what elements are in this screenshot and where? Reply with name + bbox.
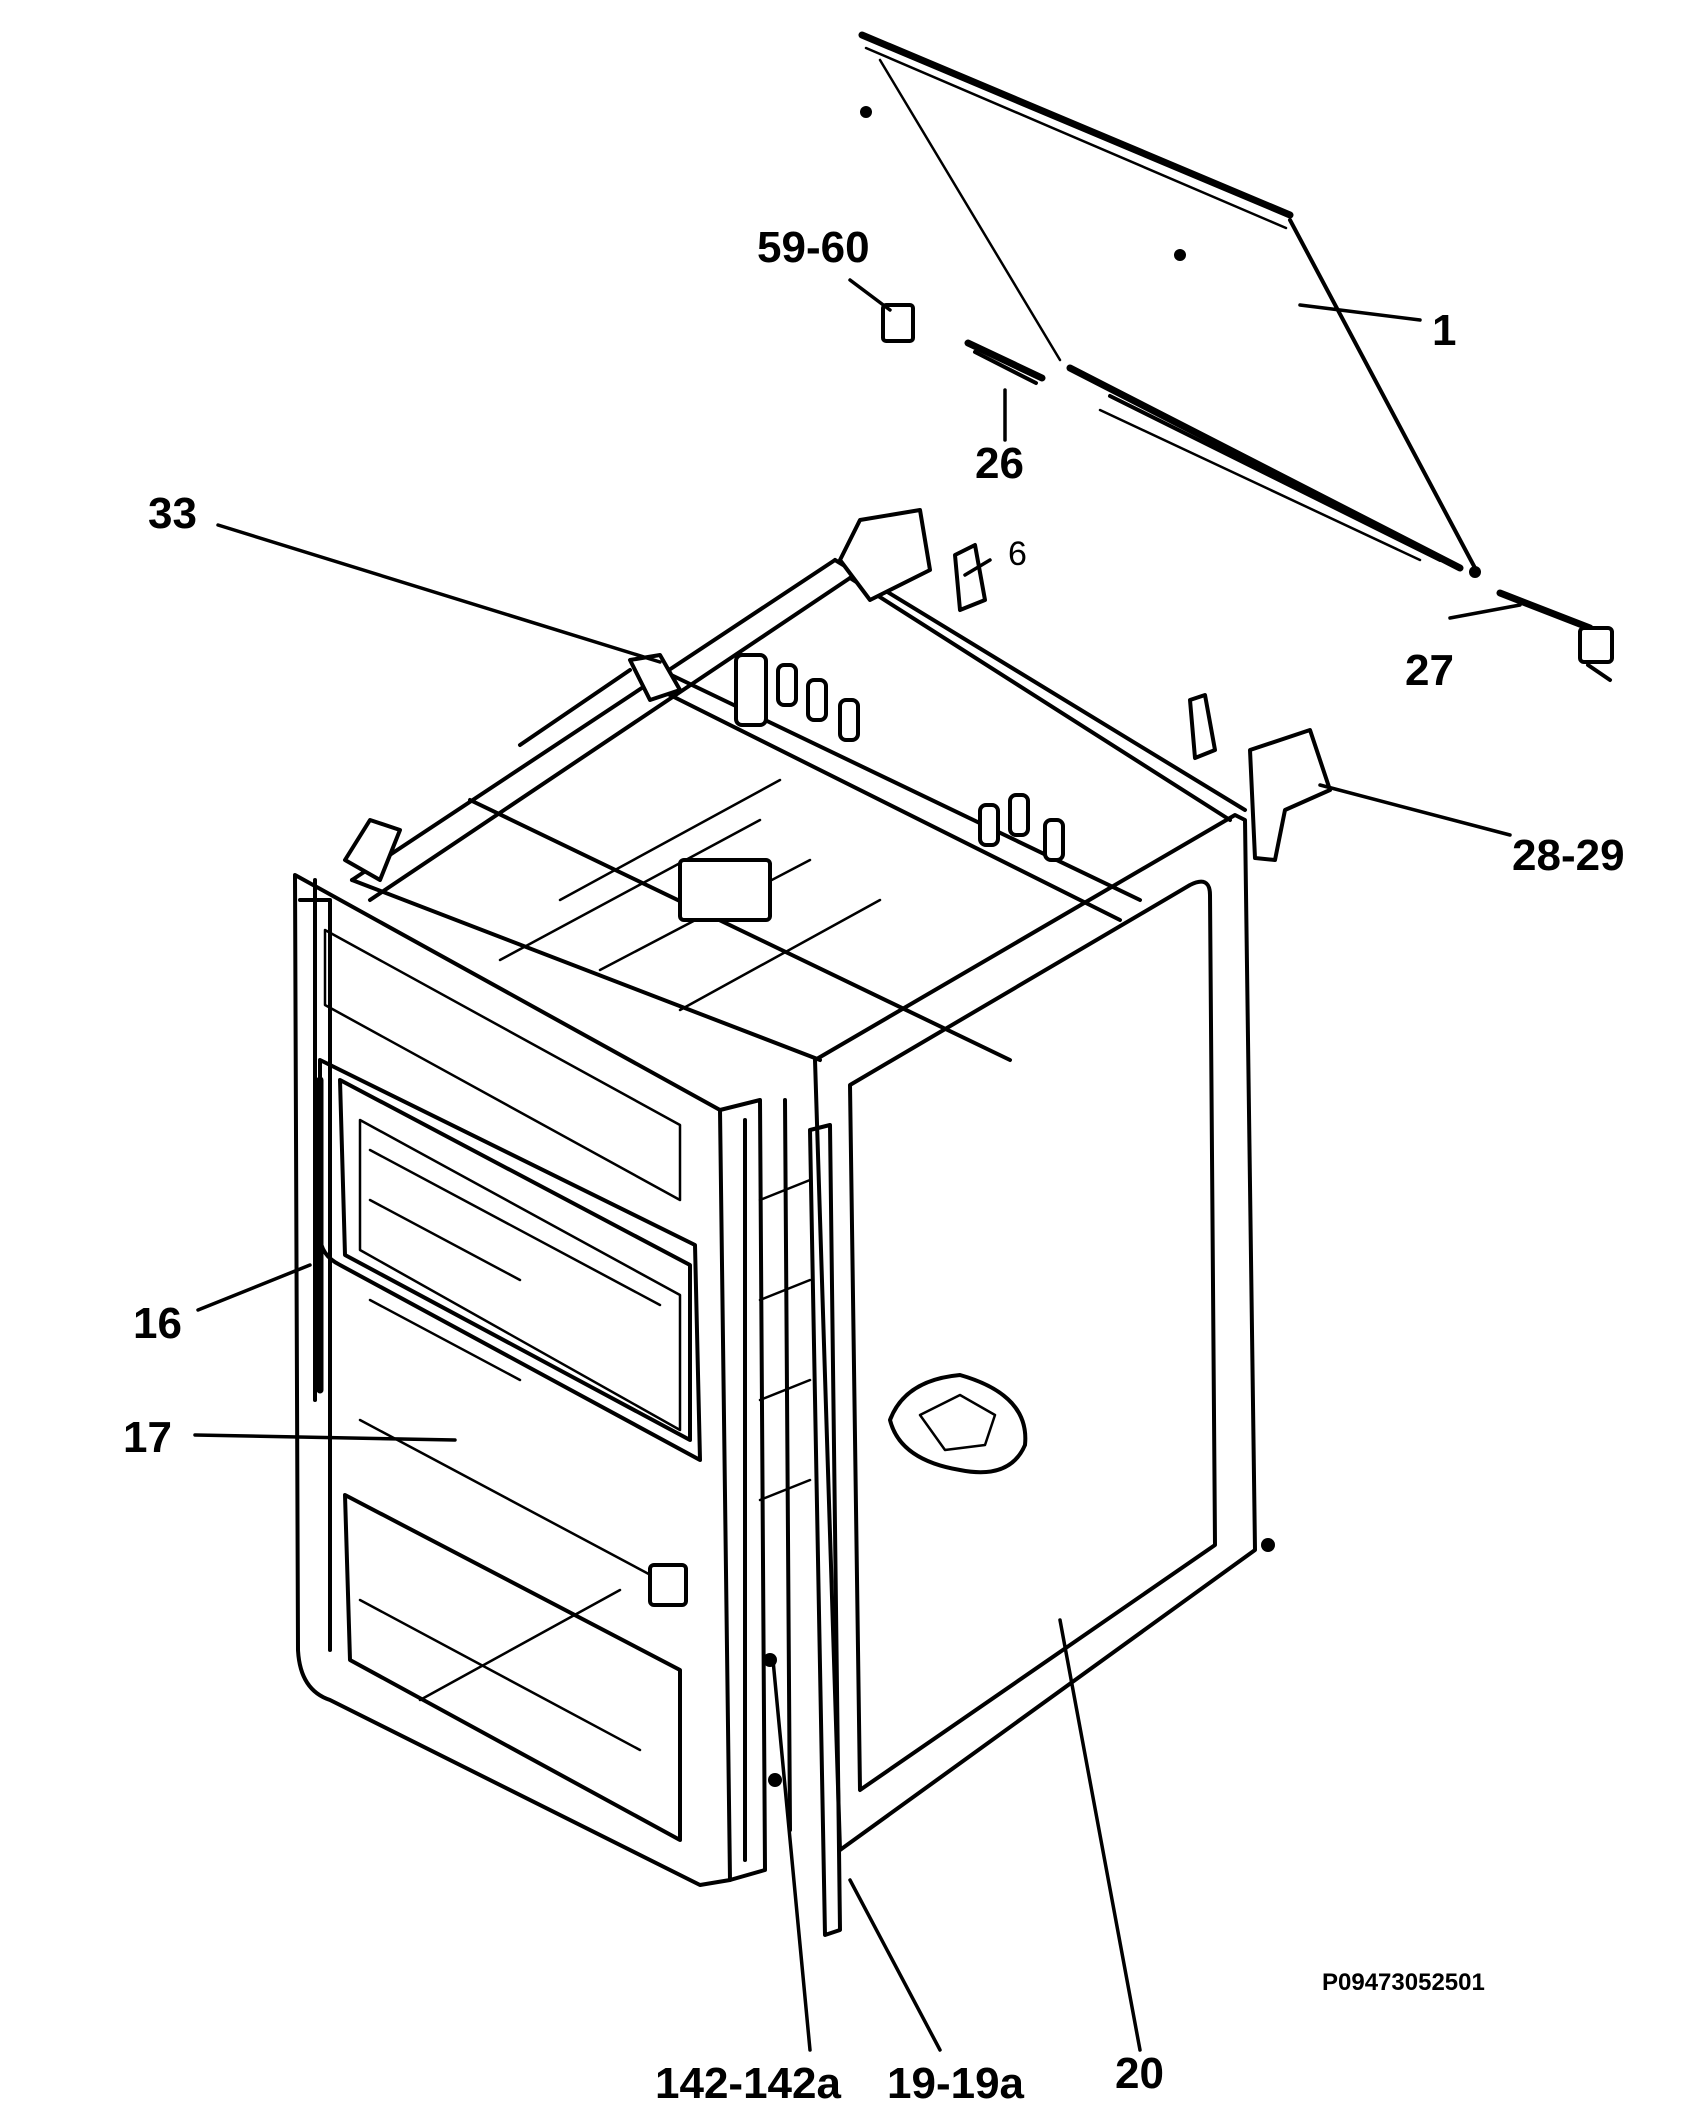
callout-28-29: 28-29 <box>1512 831 1625 880</box>
callout-6: 6 <box>1008 535 1027 573</box>
leader-lines <box>193 278 1522 2052</box>
oven-housing-frame <box>343 508 1332 1062</box>
side-strips <box>718 1098 842 1937</box>
callout-59-60: 59-60 <box>757 223 870 272</box>
callout-19-19a: 19-19a <box>887 2059 1025 2108</box>
callout-27: 27 <box>1405 646 1454 695</box>
clip-part-59-60 <box>881 303 915 343</box>
callout-16: 16 <box>133 1299 182 1348</box>
callout-26: 26 <box>975 439 1024 488</box>
callout-1: 1 <box>1432 306 1456 355</box>
callout-33: 33 <box>148 489 197 538</box>
callout-20: 20 <box>1115 2049 1164 2098</box>
front-fascia-frame <box>293 873 732 1887</box>
top-cover-panel <box>858 31 1481 578</box>
drawing-code: P09473052501 <box>1322 1969 1485 1996</box>
bracket-part-26 <box>964 339 1046 385</box>
side-panel <box>813 813 1275 1852</box>
callout-17: 17 <box>123 1413 172 1462</box>
bracket-part-27 <box>1496 589 1614 682</box>
callout-142-142a: 142-142a <box>655 2059 841 2108</box>
